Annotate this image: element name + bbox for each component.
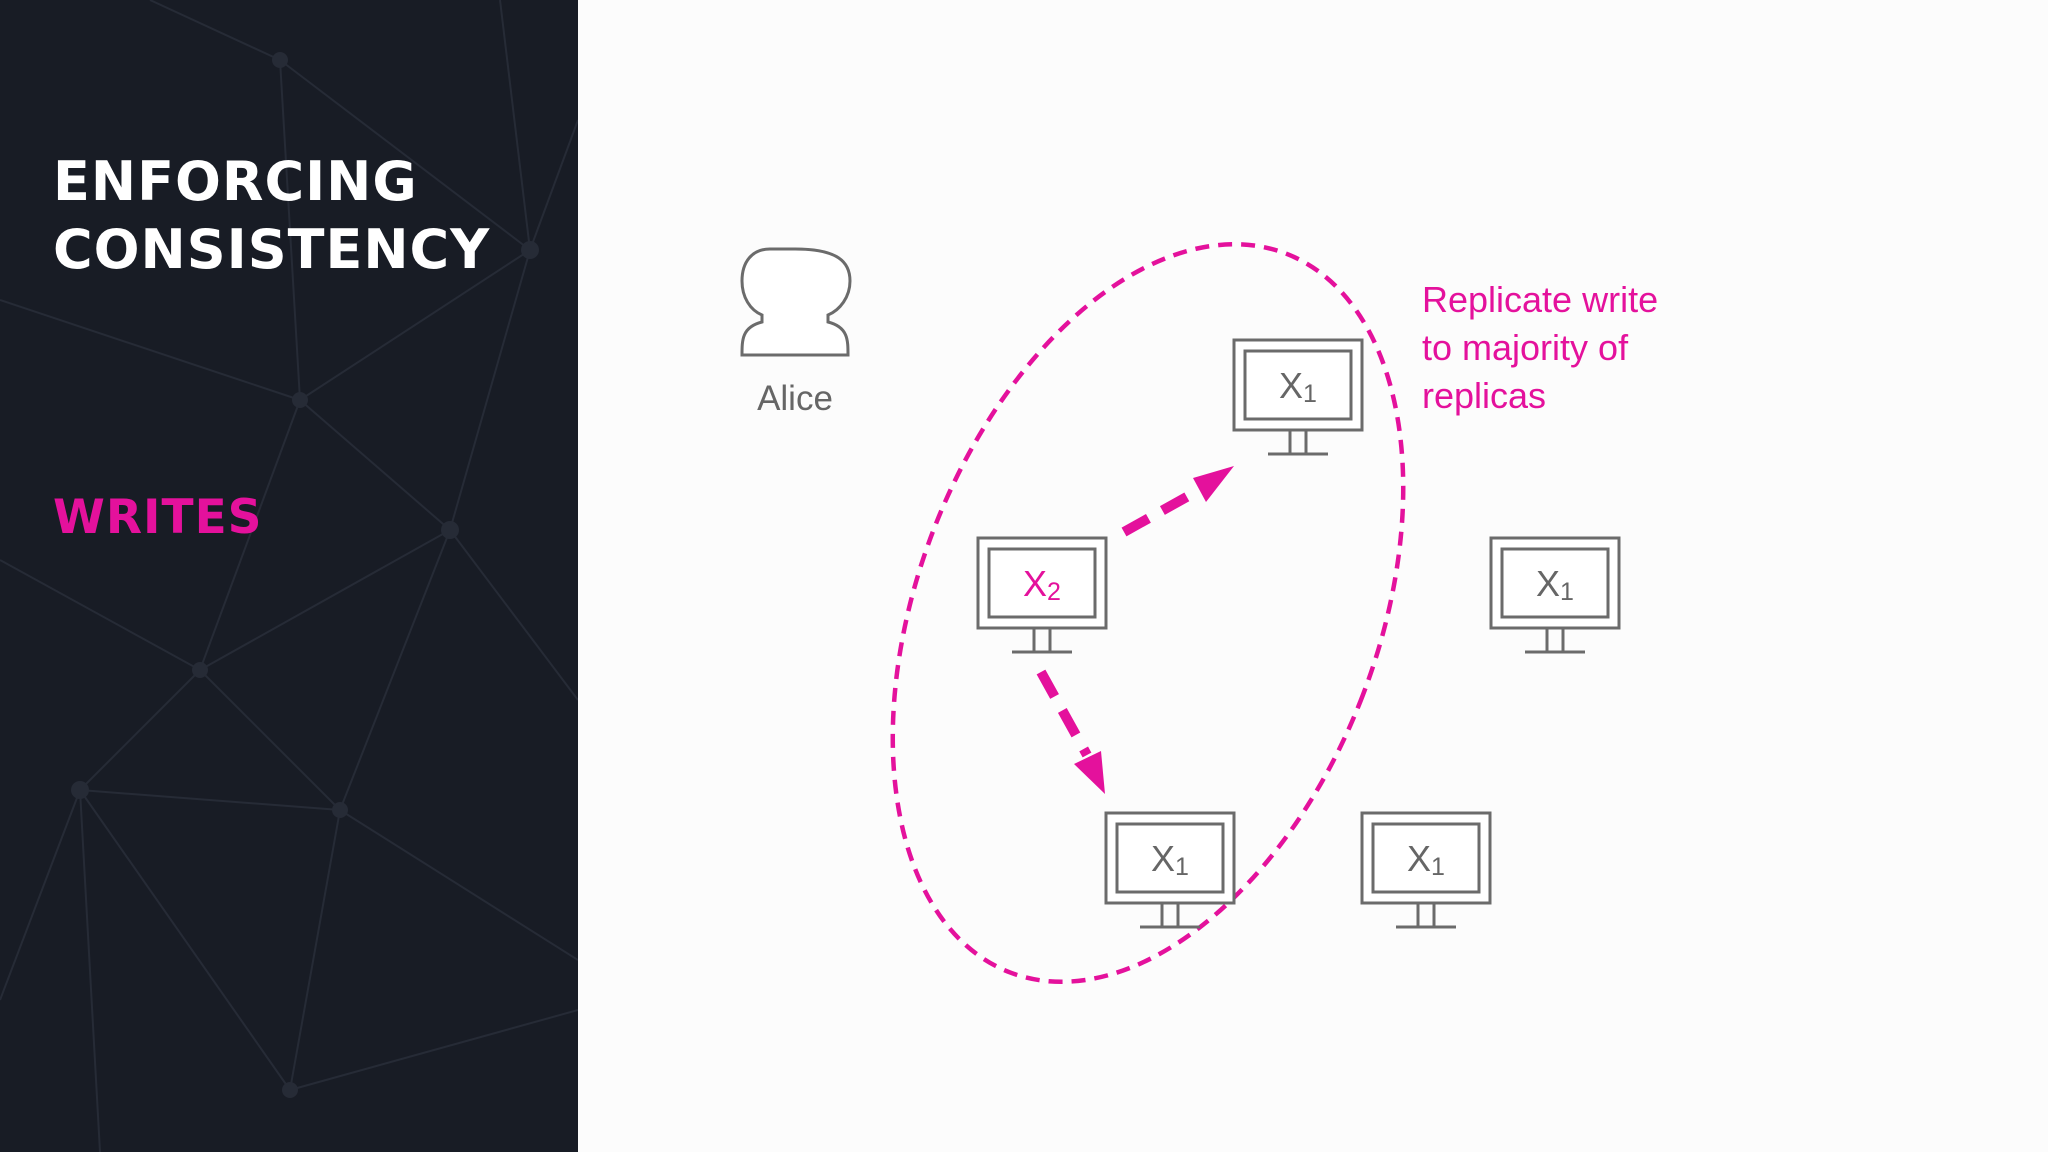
sidebar: ENFORCING CONSISTENCY WRITES — [0, 0, 578, 1152]
replica-source-value: X2 — [1023, 563, 1061, 606]
user-icon — [740, 247, 852, 357]
slide-title: ENFORCING CONSISTENCY — [53, 148, 490, 284]
annotation-line-1: Replicate write — [1422, 279, 1658, 320]
annotation-text: Replicate write to majority of replicas — [1422, 279, 1668, 416]
arrow-icon — [1121, 466, 1234, 537]
replica-node-top: X1 — [1232, 338, 1364, 456]
network-background-pattern — [0, 0, 578, 1152]
arrow-icon — [1036, 669, 1105, 794]
majority-quorum-outline — [890, 241, 1406, 985]
replica-node-right: X1 — [1489, 536, 1621, 654]
replica-bottom-left-value: X1 — [1151, 838, 1189, 881]
annotation-line-3: replicas — [1422, 375, 1546, 416]
slide-title-line-2: CONSISTENCY — [53, 218, 491, 281]
section-label: WRITES — [53, 490, 263, 545]
slide-title-line-1: ENFORCING — [53, 150, 418, 213]
replica-bottom-right-value: X1 — [1407, 838, 1445, 881]
replica-node-bottom-right: X1 — [1360, 811, 1492, 929]
replica-node-source: X2 — [976, 536, 1108, 654]
annotation-line-2: to majority of — [1422, 327, 1629, 368]
replica-right-value: X1 — [1536, 563, 1574, 606]
user-name-label: Alice — [757, 379, 833, 418]
replica-node-bottom-left: X1 — [1104, 811, 1236, 929]
replica-top-value: X1 — [1279, 365, 1317, 408]
